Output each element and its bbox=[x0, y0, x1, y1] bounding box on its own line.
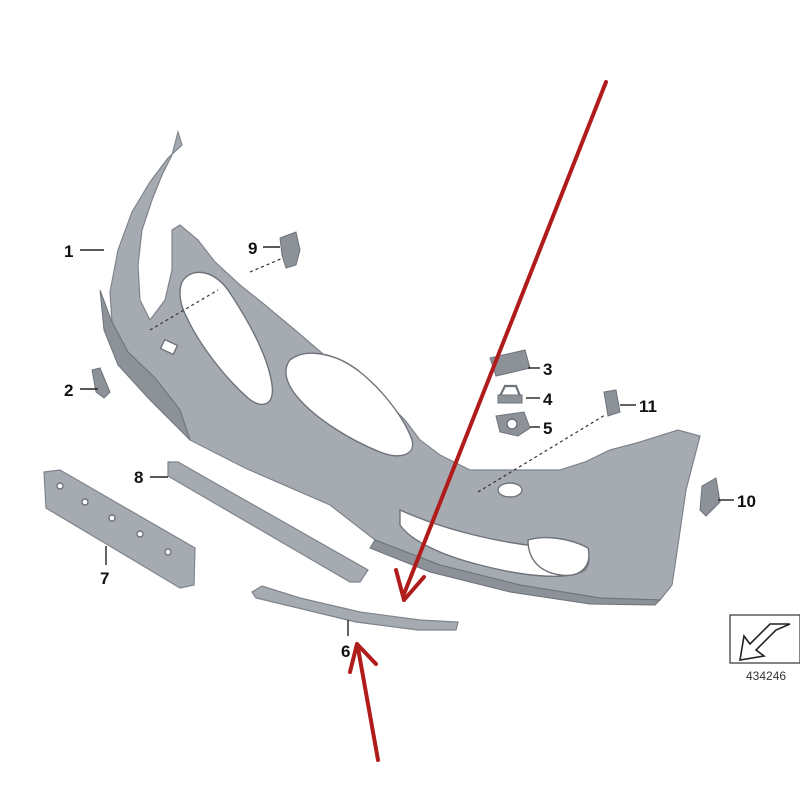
callout-3: 3 bbox=[543, 360, 552, 379]
callout-2: 2 bbox=[64, 381, 73, 400]
part-4-clip bbox=[497, 384, 523, 404]
part-9-bracket bbox=[279, 231, 301, 269]
part-7-license-plate-base bbox=[43, 469, 196, 589]
part-2-clip bbox=[91, 367, 111, 399]
callout-10: 10 bbox=[737, 492, 756, 511]
callout-4: 4 bbox=[543, 390, 553, 409]
callout-8: 8 bbox=[134, 468, 143, 487]
callout-1: 1 bbox=[64, 242, 73, 261]
callout-6: 6 bbox=[341, 642, 350, 661]
callout-7: 7 bbox=[100, 569, 109, 588]
reference-number: 434246 bbox=[746, 669, 786, 683]
callout-9: 9 bbox=[248, 239, 257, 258]
red-arrow-long bbox=[394, 80, 608, 602]
dashed-line-11 bbox=[477, 414, 606, 493]
callout-11: 11 bbox=[639, 397, 657, 416]
part-10-bracket bbox=[699, 477, 721, 517]
part-6-lower-trim bbox=[251, 585, 459, 631]
callout-5: 5 bbox=[543, 419, 552, 438]
part-11-bracket bbox=[603, 389, 621, 417]
dashed-line-1 bbox=[149, 289, 219, 331]
direction-icon bbox=[729, 614, 800, 664]
part-5-holder bbox=[495, 411, 531, 437]
red-arrow-short bbox=[348, 642, 380, 762]
bumper-cover bbox=[99, 129, 701, 606]
dashed-line-9 bbox=[249, 257, 284, 273]
part-8-trim-strip bbox=[167, 461, 369, 583]
